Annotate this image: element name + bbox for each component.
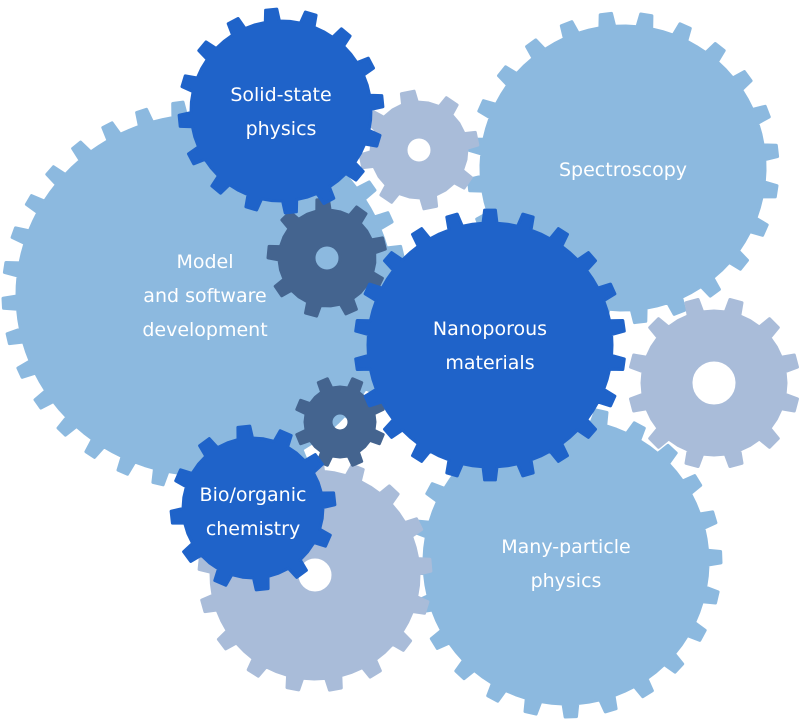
gear-slate-lower [295,377,385,467]
gear-label: development [142,319,267,341]
gear-label: Many-particle [501,536,631,558]
gear-grey-right [629,298,799,468]
gear-icon [169,424,337,592]
gear-label: Spectroscopy [559,159,687,181]
gear-label: Solid-state [230,84,331,106]
gear-label: Model [176,251,233,273]
gear-solid-state: Solid-state physics [177,7,385,215]
gear-nanoporous: Nanoporous materials [354,208,626,482]
gear-icon [354,208,626,482]
gear-bio-organic: Bio/organic chemistry [169,424,337,592]
gear-icon [409,405,723,719]
gear-label: physics [246,118,317,140]
gear-icon [295,377,385,467]
gear-slate-upper [266,197,387,318]
gear-many-particle: Many-particle physics [409,405,723,719]
gear-icon [177,7,385,215]
gear-label: Nanoporous [433,318,547,340]
gear-label: chemistry [206,518,300,540]
gear-label: physics [531,570,602,592]
gear-label: and software [143,285,266,307]
gear-icon [629,298,799,468]
gear-icon [266,197,387,318]
gear-label: materials [445,352,534,374]
gear-label: Bio/organic [200,484,307,506]
